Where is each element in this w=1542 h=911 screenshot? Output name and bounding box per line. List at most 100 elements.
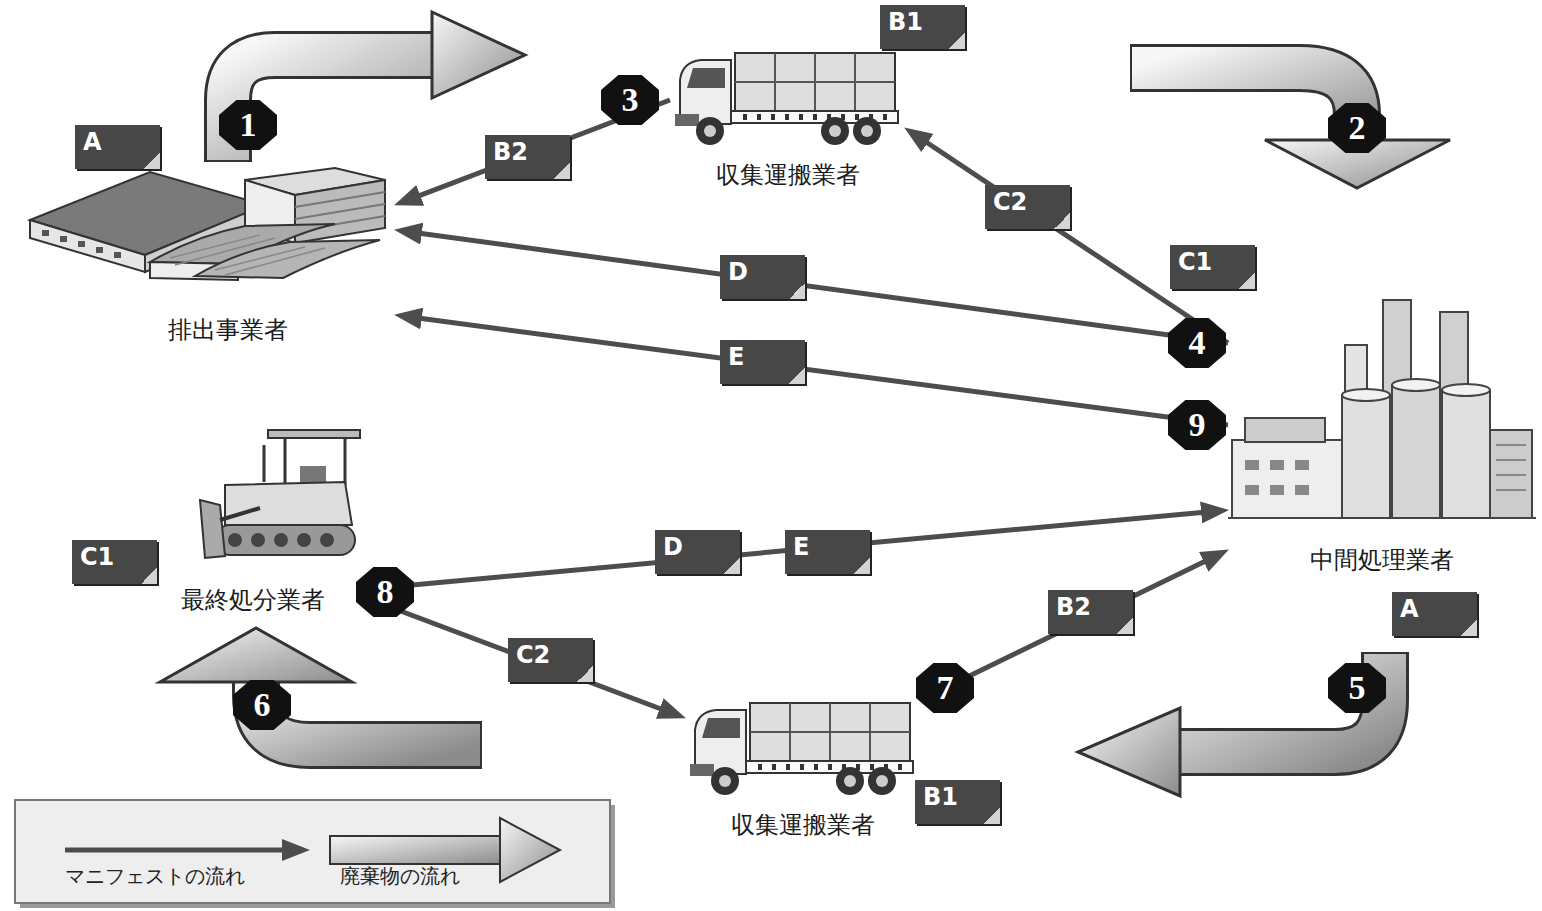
callout-octagon: 4 bbox=[1168, 318, 1226, 368]
tag-curl bbox=[984, 808, 1000, 824]
tag-curl bbox=[854, 558, 870, 574]
seat bbox=[300, 466, 326, 484]
tag-box: A bbox=[75, 125, 160, 169]
hall-wall bbox=[30, 220, 145, 272]
tag-letter: D bbox=[663, 533, 683, 561]
callout-octagon: 1 bbox=[219, 100, 277, 150]
annex-lines bbox=[1496, 445, 1526, 490]
manifest-arrow bbox=[913, 134, 1228, 343]
plant-building bbox=[1232, 440, 1342, 518]
callout-octagon: 5 bbox=[1328, 663, 1386, 713]
tag-curl bbox=[724, 558, 740, 574]
tag-curl bbox=[141, 568, 157, 584]
tag-curl bbox=[789, 368, 805, 384]
arrow-outline bbox=[1130, 68, 1357, 142]
tag-curl bbox=[1054, 213, 1070, 229]
legend-block-head bbox=[500, 818, 560, 882]
waste-flow-arrow bbox=[160, 628, 482, 745]
dozer-body bbox=[225, 482, 352, 525]
silo-top bbox=[1392, 379, 1440, 391]
tag-curl bbox=[1461, 620, 1477, 636]
callout-number: 4 bbox=[1189, 326, 1206, 360]
tag-curl bbox=[949, 33, 965, 49]
legend-block-shaft bbox=[330, 836, 502, 864]
tag-box: C1 bbox=[1170, 245, 1255, 289]
legend-text: 廃棄物の流れ bbox=[340, 864, 460, 888]
tag-letter: B1 bbox=[923, 783, 958, 811]
tag-box: E bbox=[785, 530, 870, 574]
track-wheels bbox=[235, 533, 327, 547]
silo-top bbox=[1342, 389, 1390, 401]
tag-letter: C1 bbox=[1178, 248, 1212, 276]
canopy bbox=[268, 430, 360, 438]
callout-number: 7 bbox=[937, 671, 954, 705]
tag-curl bbox=[554, 163, 570, 179]
plant-ground bbox=[1228, 517, 1536, 519]
plant-roof bbox=[1245, 418, 1325, 442]
canopy-posts bbox=[264, 438, 345, 485]
actor-label: 最終処分業者 bbox=[181, 586, 325, 614]
legend-line-sample bbox=[65, 848, 288, 853]
truck-icon bbox=[675, 53, 898, 145]
callout-number: 8 bbox=[377, 575, 394, 609]
tag-curl bbox=[789, 283, 805, 299]
actor-label: 中間処理業者 bbox=[1310, 546, 1454, 574]
callout-octagon: 9 bbox=[1168, 400, 1226, 450]
legend-line-head bbox=[282, 839, 310, 861]
actor-node: 収集運搬業者 bbox=[685, 695, 920, 845]
legend-frame bbox=[15, 800, 615, 908]
callout-number: 5 bbox=[1349, 671, 1366, 705]
legend-box bbox=[15, 800, 610, 903]
truck-icon bbox=[690, 703, 913, 795]
blade-arm bbox=[220, 508, 260, 520]
actor-node: 中間処理業者 bbox=[1228, 295, 1535, 580]
tag-box: E bbox=[720, 340, 805, 384]
tag-box: A bbox=[1392, 592, 1477, 636]
manifest-arrow bbox=[405, 231, 1228, 343]
tag-curl bbox=[1239, 273, 1255, 289]
tag-letter: B1 bbox=[888, 8, 923, 36]
plant-icon bbox=[1228, 300, 1536, 518]
tag-box: C1 bbox=[72, 540, 157, 584]
plant-windows bbox=[1245, 460, 1309, 495]
tag-box: B1 bbox=[880, 5, 965, 49]
manifest-arrow bbox=[405, 316, 1228, 425]
plant-annex bbox=[1490, 430, 1532, 518]
tag-curl bbox=[1117, 618, 1133, 634]
waste-flow-arrow bbox=[1078, 652, 1385, 796]
connector-group bbox=[358, 100, 1228, 714]
silo bbox=[1442, 390, 1490, 518]
callout-octagon: 7 bbox=[916, 663, 974, 713]
shed-stripes bbox=[170, 235, 325, 275]
callout-number: 9 bbox=[1189, 408, 1206, 442]
silo bbox=[1342, 395, 1390, 518]
actor-label: 収集運搬業者 bbox=[731, 811, 875, 839]
arrow-outline bbox=[1178, 652, 1385, 752]
callout-octagon: 2 bbox=[1328, 103, 1386, 153]
actor-node: 排出事業者 bbox=[60, 160, 395, 350]
bulldozer-icon bbox=[200, 430, 360, 558]
tag-letter: B2 bbox=[493, 138, 528, 166]
waste-flow-arrow bbox=[1130, 68, 1450, 188]
silo bbox=[1392, 385, 1440, 518]
callout-number: 1 bbox=[240, 108, 257, 142]
dozer-track bbox=[215, 525, 355, 555]
tag-letter: B2 bbox=[1056, 593, 1091, 621]
tag-letter: E bbox=[793, 533, 809, 561]
callout-octagon: 6 bbox=[233, 680, 291, 730]
tag-curl bbox=[577, 666, 593, 682]
callout-number: 2 bbox=[1349, 111, 1366, 145]
arrow-shaft bbox=[1178, 654, 1385, 752]
building-icon bbox=[30, 168, 385, 280]
tag-box: C2 bbox=[508, 638, 593, 682]
tag-box: D bbox=[720, 255, 805, 299]
actor-node: 最終処分業者 bbox=[148, 425, 358, 620]
tag-letter: C1 bbox=[80, 543, 114, 571]
arrow-head bbox=[160, 628, 352, 682]
callout-octagon: 3 bbox=[601, 75, 659, 125]
arrow-head bbox=[1078, 708, 1180, 796]
tag-letter: C2 bbox=[993, 188, 1027, 216]
actor-label: 排出事業者 bbox=[168, 316, 288, 344]
tag-letter: E bbox=[728, 343, 744, 371]
